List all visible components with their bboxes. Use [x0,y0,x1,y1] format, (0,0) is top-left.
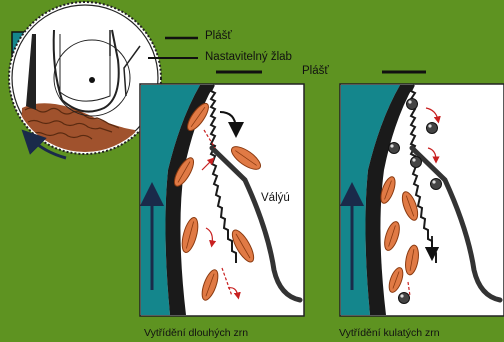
drum-axis [89,77,95,83]
label-plast: Plášť [205,31,232,43]
label-nastavitelny-zlab: Nastavitelný žlab [205,52,292,64]
label-valyu: Válýú [261,193,290,205]
caption-round-grains: Vytřídění kulatých zrn [339,328,440,339]
label-plast-panel: Plášť [302,66,329,78]
panel-round-grains [340,72,504,316]
caption-long-grains: Vytřídění dlouhých zrn [144,328,248,339]
